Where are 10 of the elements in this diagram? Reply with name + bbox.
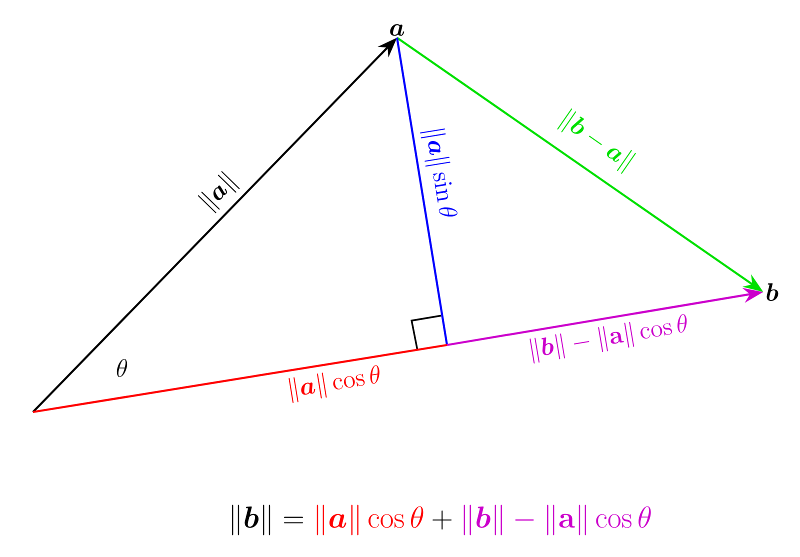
edge-label: $\|\boldsymbol{a}\|\sin\theta$ (417, 123, 462, 222)
edge-label: $\|\boldsymbol{b}-\boldsymbol{a}\|$ (552, 104, 642, 178)
edge-label: $\|\boldsymbol{a}\|$ (192, 166, 245, 218)
vertex-label: $\boldsymbol{b}$ (766, 283, 778, 301)
edge-label: $\|\boldsymbol{a}\|\cos\theta$ (283, 361, 386, 406)
right-angle-mark (410, 314, 442, 350)
edge-label: $\|\boldsymbol{b}\|-\|\mathbf{a}\|\cos\theta$ (524, 310, 693, 366)
equation: $\|\boldsymbol{b}\| = \textcolor[HTML]{FF0000}{\|\boldsymbol{a}\|\cos\theta} + \textcolor[HTML]{CC00CC}{\|\boldsymbol{b}\|-\|\mathbf{a}\|\cos\theta}$ (232, 504, 651, 536)
vertex-label: $\boldsymbol{a}$ (390, 24, 404, 36)
angle-label: $\theta$ (116, 358, 128, 378)
